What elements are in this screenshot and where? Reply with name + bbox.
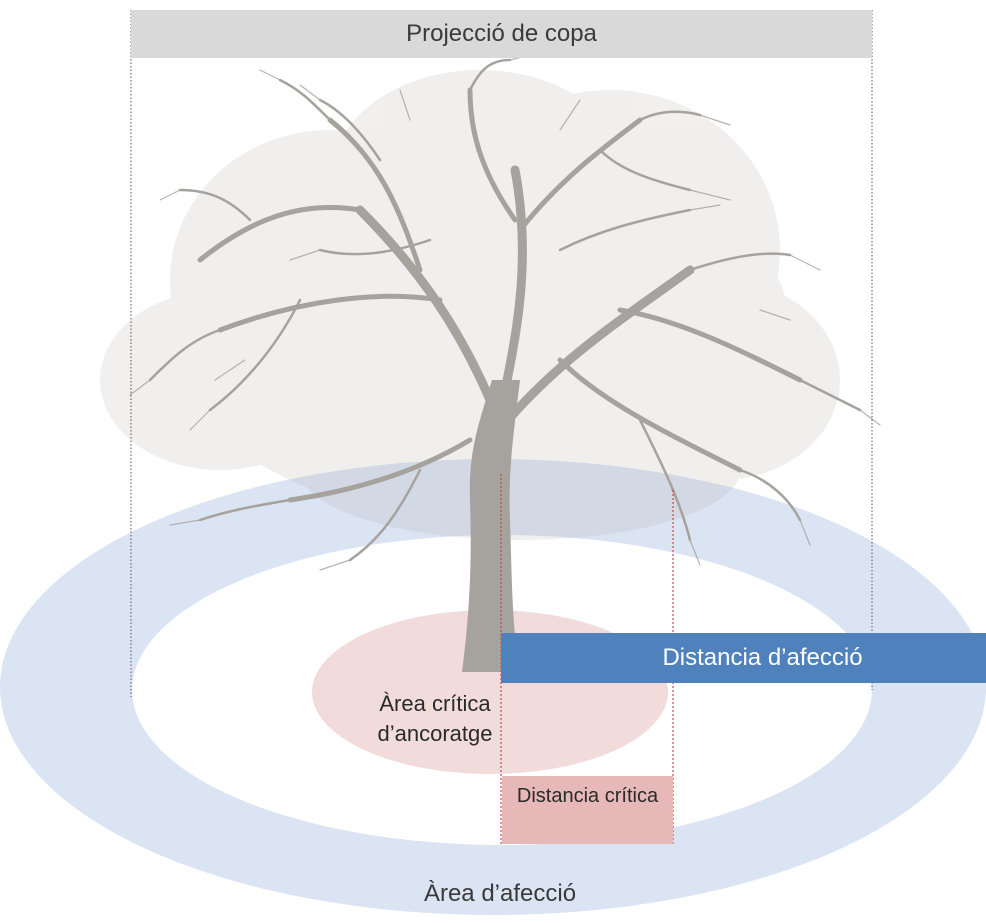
tree-illustration [100,54,881,672]
tree-trunk [462,380,520,672]
crown-projection-bar [131,10,872,58]
affect-area-label: Àrea d’afecció [423,880,577,907]
crown-projection-label: Projecció de copa [406,20,597,47]
critical-distance-label: Distancia crítica [516,785,659,807]
critical-anchorage-area-label: Àrea crítica d’ancoratge [377,691,493,746]
affect-area-ring [0,459,986,915]
affect-distance-label: Distancia d’afecció [662,644,863,671]
tree-canopy [100,70,840,540]
affect-distance-bar [501,633,986,683]
critical-distance-box [502,776,673,844]
